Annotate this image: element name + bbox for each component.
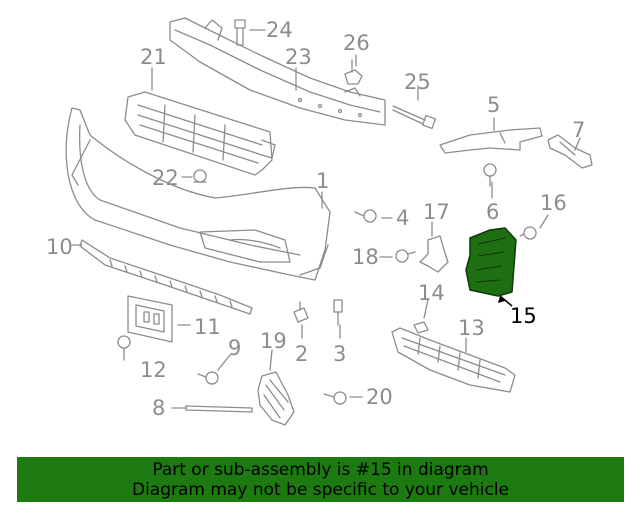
- callout-15: 15: [510, 304, 537, 328]
- callout-22: 22: [152, 166, 179, 190]
- fog-cover: [257, 371, 295, 426]
- reinforcement-beam: [169, 17, 386, 126]
- callout-3: 3: [333, 342, 347, 366]
- fastener-22: [193, 169, 207, 183]
- callout-1: 1: [316, 169, 330, 193]
- callout-12: 12: [140, 358, 167, 382]
- fastener-20: [323, 391, 347, 405]
- callout-19: 19: [260, 329, 287, 353]
- clip-14: [413, 321, 429, 334]
- fastener-16: [519, 226, 537, 240]
- callout-25: 25: [404, 70, 431, 94]
- fastener-4: [354, 209, 377, 223]
- callout-8: 8: [152, 396, 166, 420]
- fastener-18: [395, 249, 416, 263]
- strip-8: [185, 405, 253, 413]
- callout-17: 17: [423, 200, 450, 224]
- fastener-9: [197, 371, 219, 385]
- callout-5: 5: [487, 93, 501, 117]
- highlighted-part-15: [465, 227, 517, 307]
- fastener-3: [333, 299, 343, 326]
- callout-21: 21: [140, 45, 167, 69]
- fastener-12: [117, 335, 131, 355]
- callout-14: 14: [418, 281, 445, 305]
- callout-10: 10: [46, 235, 73, 259]
- bumper-cover: [65, 107, 331, 281]
- callout-2: 2: [295, 342, 309, 366]
- fastener-6: [483, 163, 497, 187]
- license-bracket: [127, 295, 173, 343]
- callout-18: 18: [352, 245, 379, 269]
- callout-16: 16: [540, 191, 567, 215]
- callout-13: 13: [458, 316, 485, 340]
- callout-23: 23: [285, 45, 312, 69]
- info-banner: Part or sub-assembly is #15 in diagram D…: [17, 457, 624, 502]
- callout-11: 11: [194, 315, 221, 339]
- callout-7: 7: [572, 118, 586, 142]
- grille-shutter: [124, 91, 276, 176]
- fastener-2: [293, 301, 309, 323]
- fastener-24: [234, 19, 246, 46]
- fastener-26: [344, 59, 363, 85]
- callout-9: 9: [228, 336, 242, 360]
- callout-4: 4: [396, 206, 410, 230]
- callout-6: 6: [486, 200, 500, 224]
- lower-strip: [79, 239, 253, 315]
- banner-line-1: Part or sub-assembly is #15 in diagram: [152, 460, 489, 480]
- bracket-17: [419, 235, 449, 273]
- side-bracket-5: [439, 127, 543, 154]
- callout-26: 26: [343, 31, 370, 55]
- callout-20: 20: [366, 385, 393, 409]
- side-bracket-7: [547, 134, 593, 169]
- callout-24: 24: [266, 18, 293, 42]
- banner-line-2: Diagram may not be specific to your vehi…: [131, 480, 509, 500]
- parts-diagram: [65, 17, 593, 426]
- fastener-25: [392, 105, 437, 130]
- lower-grille: [391, 327, 516, 393]
